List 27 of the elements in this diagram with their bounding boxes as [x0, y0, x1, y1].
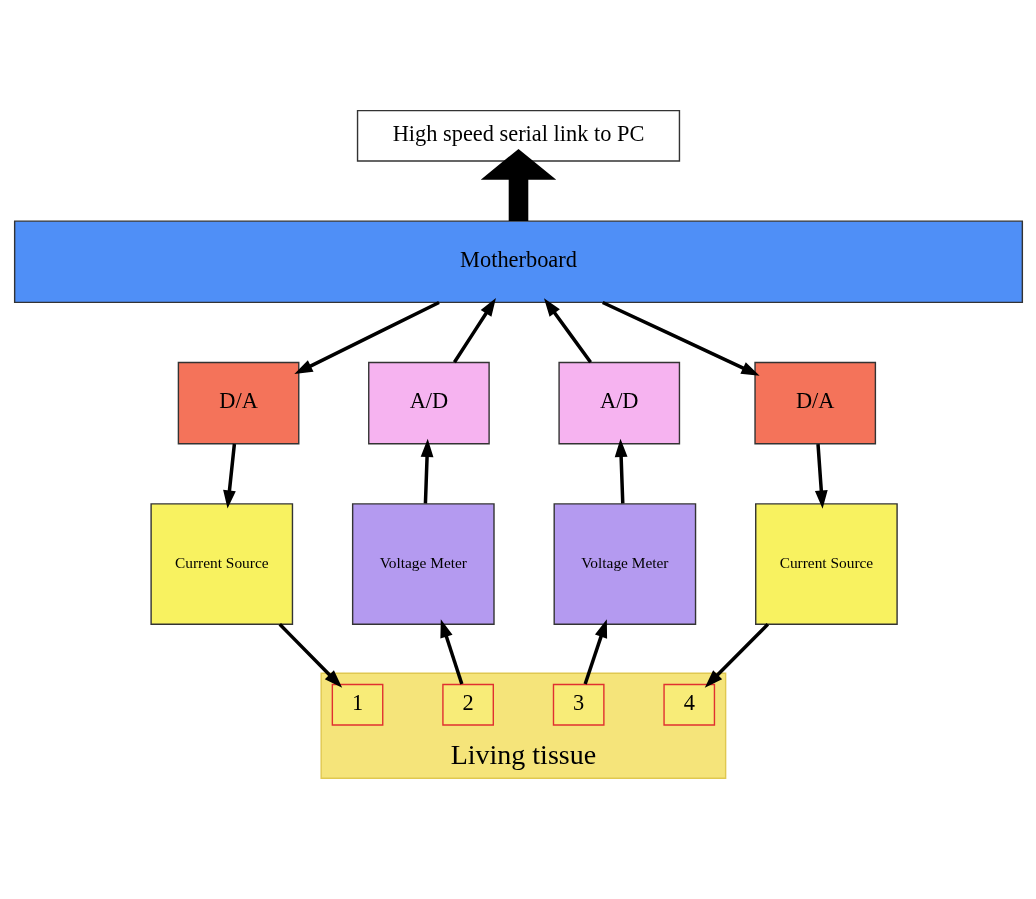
- node-box: Voltage Meter: [553, 502, 696, 625]
- arrow: [704, 622, 769, 688]
- arrow: [583, 618, 607, 684]
- node-box: 4: [662, 683, 715, 726]
- arrow: [452, 297, 496, 363]
- arrow: [480, 148, 556, 221]
- node-box: 1: [331, 683, 383, 726]
- node-box: A/D: [367, 361, 490, 444]
- node-box: Current Source: [754, 502, 898, 625]
- node-box: D/A: [753, 361, 876, 444]
- node-box: 2: [441, 683, 494, 726]
- arrow: [439, 618, 463, 684]
- node-box: Motherboard: [13, 219, 1023, 303]
- node-box: A/D: [557, 361, 680, 444]
- node-box: 3: [552, 683, 605, 726]
- arrow: [278, 622, 342, 688]
- arrow: [420, 438, 433, 503]
- arrow: [814, 443, 828, 509]
- arrow: [543, 297, 592, 363]
- node-box: Voltage Meter: [351, 502, 495, 625]
- arrow: [293, 300, 440, 374]
- node-box: Current Source: [149, 502, 293, 625]
- arrow: [222, 443, 236, 509]
- node-box: High speed serial link to PC: [356, 109, 680, 162]
- node-box: D/A: [177, 361, 299, 444]
- arrow: [614, 438, 627, 503]
- arrow: [601, 300, 760, 376]
